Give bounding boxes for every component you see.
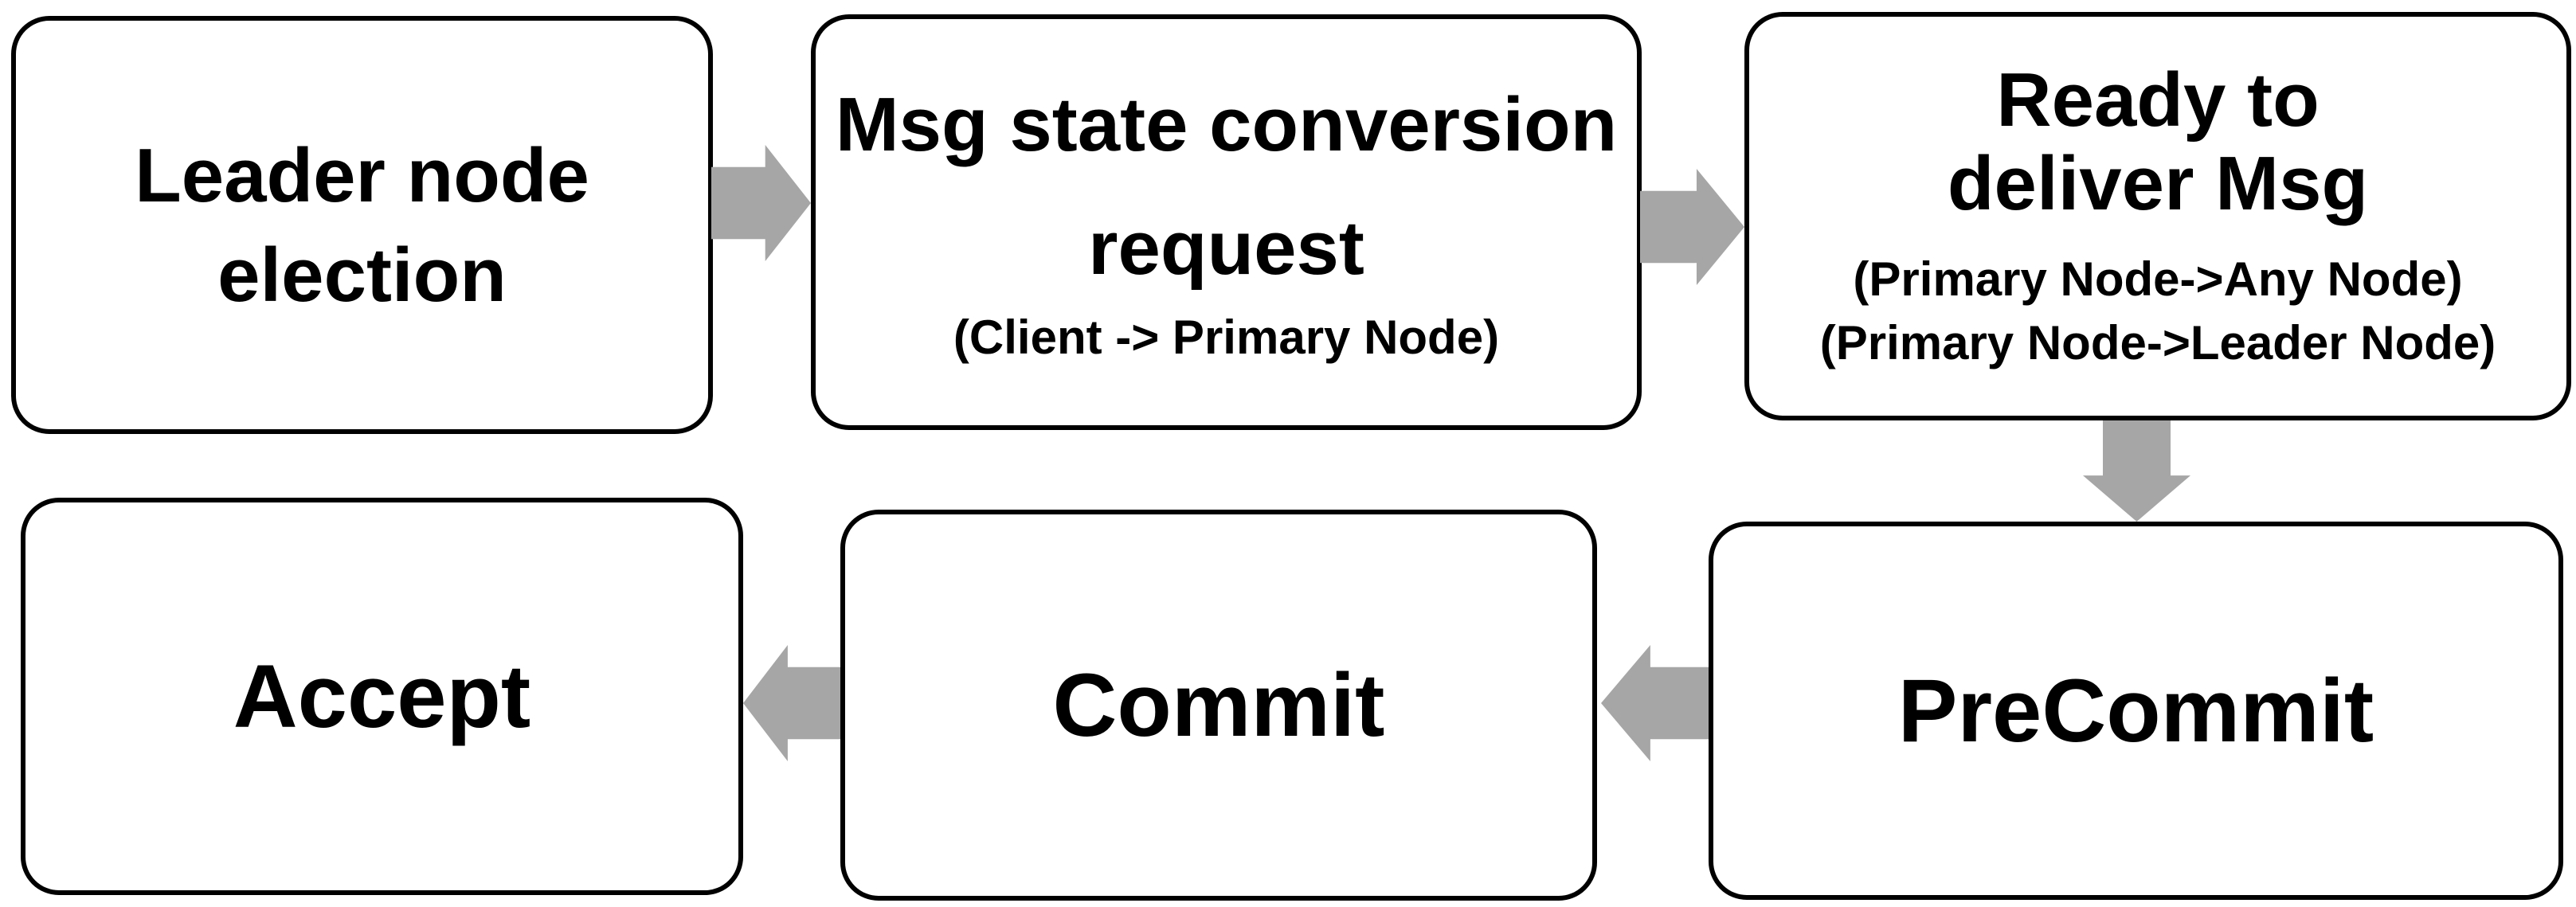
flow-arrow-down-icon (2083, 420, 2190, 522)
node-subtitle-line: (Primary Node->Leader Node) (1819, 315, 2496, 369)
node-title-line: Leader node (135, 132, 589, 218)
flow-arrow-left-icon (743, 645, 840, 761)
node-title-line: Ready to (1996, 57, 2320, 143)
flow-arrow-right-icon (711, 145, 811, 261)
node-label: Commit (1052, 655, 1385, 755)
node-leader-election: Leader node election (11, 16, 713, 434)
node-subtitle-line: (Primary Node->Any Node) (1853, 252, 2463, 306)
flow-arrow-right-icon (1640, 169, 1744, 285)
node-title-line: deliver Msg (1947, 140, 2369, 226)
node-title-line: Msg state conversion (835, 82, 1618, 167)
node-accept: Accept (21, 498, 743, 895)
node-ready-to-deliver-msg: Ready to deliver Msg (Primary Node->Any … (1744, 12, 2571, 420)
node-label: Accept (233, 647, 531, 746)
node-commit: Commit (840, 510, 1597, 901)
flow-arrow-left-icon (1601, 645, 1709, 761)
node-msg-state-conversion-request: Msg state conversion request (Client -> … (811, 14, 1642, 430)
node-title-line: election (217, 232, 507, 318)
node-precommit: PreCommit (1709, 522, 2563, 900)
node-label: PreCommit (1897, 661, 2374, 760)
node-title-line: request (1088, 205, 1364, 291)
node-subtitle-line: (Client -> Primary Node) (953, 311, 1500, 364)
